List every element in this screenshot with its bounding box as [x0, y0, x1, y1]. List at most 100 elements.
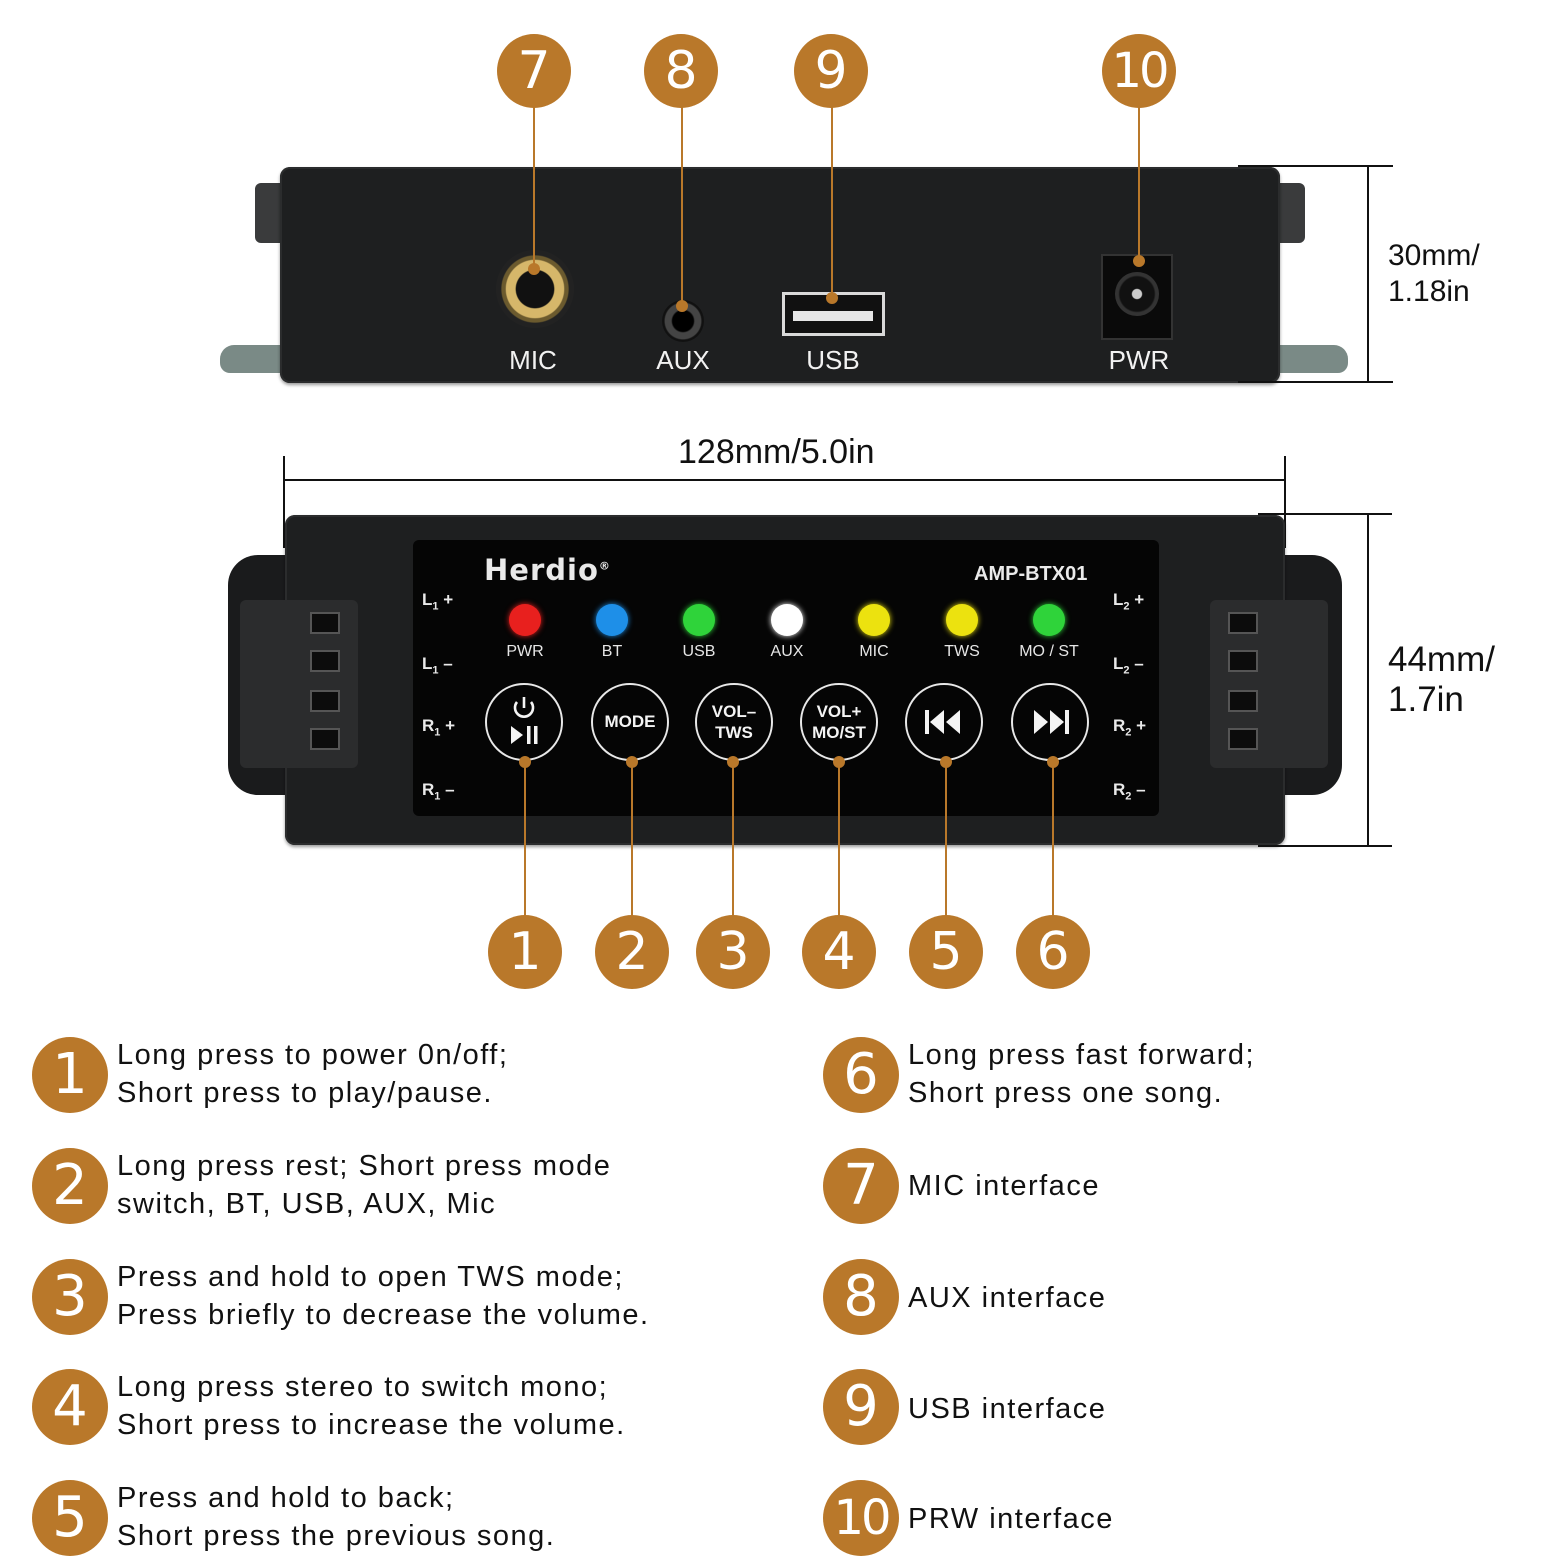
model-number: AMP-BTX01 [974, 563, 1088, 585]
led-label-usb: USB [682, 643, 716, 660]
power-play-pause-button[interactable] [485, 683, 563, 761]
vol-down-tws-button[interactable]: VOL– TWS [695, 683, 773, 761]
led-aux [771, 604, 803, 636]
terminal-label-r1-minus: R1 – [422, 780, 455, 803]
terminal-label-r2-minus: R2 – [1113, 780, 1146, 803]
front-dim-tick-top [1258, 513, 1392, 515]
led-label-aux: AUX [770, 643, 804, 660]
leader-6 [1052, 762, 1054, 917]
led-label-mo-st: MO / ST [1019, 643, 1079, 660]
front-dim-line [1367, 513, 1369, 847]
callout-1: 1 [488, 915, 562, 989]
led-usb [683, 604, 715, 636]
legend-text-1: Long press to power 0n/off;Short press t… [117, 1039, 509, 1109]
leader-dot-2 [626, 756, 638, 768]
led-label-pwr: PWR [506, 643, 544, 660]
next-track-icon [1034, 710, 1069, 734]
terminal-label-r2-plus: R2 + [1113, 716, 1147, 739]
mode-button[interactable]: MODE [591, 683, 669, 761]
vol-up-mo-st-button[interactable]: VOL+ MO/ST [800, 683, 878, 761]
width-dim-tick-right [1284, 456, 1286, 548]
led-tws [946, 604, 978, 636]
callout-2: 2 [595, 915, 669, 989]
legend-badge-4: 4 [32, 1369, 108, 1445]
leader-1 [524, 762, 526, 917]
next-track-button[interactable] [1011, 683, 1089, 761]
legend-badge-7: 7 [823, 1148, 899, 1224]
callout-9: 9 [794, 34, 868, 108]
led-label-bt: BT [601, 643, 623, 660]
legend-text-6: Long press fast forward;Short press one … [908, 1039, 1256, 1109]
leader-5 [945, 762, 947, 917]
callout-7: 7 [497, 34, 571, 108]
top-rail-right [1275, 183, 1305, 243]
terminal-label-l1-plus: L1 + [422, 590, 454, 613]
legend-badge-6: 6 [823, 1037, 899, 1113]
led-label-mic: MIC [859, 643, 889, 660]
terminal-label-l2-plus: L2 + [1113, 590, 1145, 613]
callout-3: 3 [696, 915, 770, 989]
top-foot-left [220, 345, 290, 373]
legend-text-8: AUX interface [908, 1282, 1107, 1314]
legend-badge-9: 9 [823, 1369, 899, 1445]
leader-8 [681, 105, 683, 305]
port-label-mic: MIC [509, 345, 557, 375]
top-height-dimension: 30mm/ 1.18in [1388, 239, 1480, 308]
legend-text-9: USB interface [908, 1393, 1107, 1425]
terminal-block-left [240, 600, 358, 768]
legend-badge-8: 8 [823, 1259, 899, 1335]
leader-2 [631, 762, 633, 917]
front-dim-tick-bottom [1258, 845, 1392, 847]
leader-dot-6 [1047, 756, 1059, 768]
mode-button-label: MODE [604, 712, 656, 732]
top-dim-line [1367, 165, 1369, 383]
legend-text-5: Press and hold to back;Short press the p… [117, 1482, 556, 1552]
led-mic [858, 604, 890, 636]
led-pwr [509, 604, 541, 636]
previous-track-button[interactable] [905, 683, 983, 761]
port-label-aux: AUX [656, 345, 710, 375]
legend-badge-3: 3 [32, 1259, 108, 1335]
legend-badge-10: 10 [823, 1480, 899, 1556]
leader-dot-3 [727, 756, 739, 768]
leader-dot-7 [528, 263, 540, 275]
callout-4: 4 [802, 915, 876, 989]
vol-down-label: VOL– [711, 701, 757, 721]
leader-dot-10 [1133, 255, 1145, 267]
legend-text-7: MIC interface [908, 1170, 1100, 1202]
mic-jack [496, 250, 574, 328]
callout-6: 6 [1016, 915, 1090, 989]
width-dimension: 128mm/5.0in [678, 433, 875, 471]
leader-dot-8 [676, 300, 688, 312]
terminal-label-l2-minus: L2 – [1113, 654, 1144, 677]
tws-label: TWS [715, 723, 753, 742]
front-panel [413, 540, 1159, 816]
terminal-label-l1-minus: L1 – [422, 654, 453, 677]
leader-dot-1 [519, 756, 531, 768]
legend-badge-2: 2 [32, 1148, 108, 1224]
terminal-label-r1-plus: R1 + [422, 716, 456, 739]
port-label-pwr: PWR [1108, 345, 1170, 375]
mo-st-label: MO/ST [812, 723, 866, 742]
width-dim-line [283, 479, 1286, 481]
leader-7 [533, 105, 535, 268]
power-play-pause-icon [511, 697, 538, 744]
previous-track-icon [925, 710, 960, 734]
leader-dot-9 [826, 292, 838, 304]
front-height-dimension: 44mm/ 1.7in [1388, 640, 1495, 719]
top-dim-tick-bottom [1238, 381, 1393, 383]
legend-text-4: Long press stereo to switch mono;Short p… [117, 1371, 626, 1441]
top-dim-tick-top [1238, 165, 1393, 167]
width-dim-tick-left [283, 456, 285, 548]
terminal-block-right [1210, 600, 1328, 768]
led-mo-st [1033, 604, 1065, 636]
leader-dot-4 [833, 756, 845, 768]
leader-10 [1138, 105, 1140, 260]
leader-9 [831, 105, 833, 297]
callout-8: 8 [644, 34, 718, 108]
legend-text-10: PRW interface [908, 1503, 1114, 1535]
callout-10: 10 [1102, 34, 1176, 108]
legend-badge-1: 1 [32, 1037, 108, 1113]
leader-3 [732, 762, 734, 917]
